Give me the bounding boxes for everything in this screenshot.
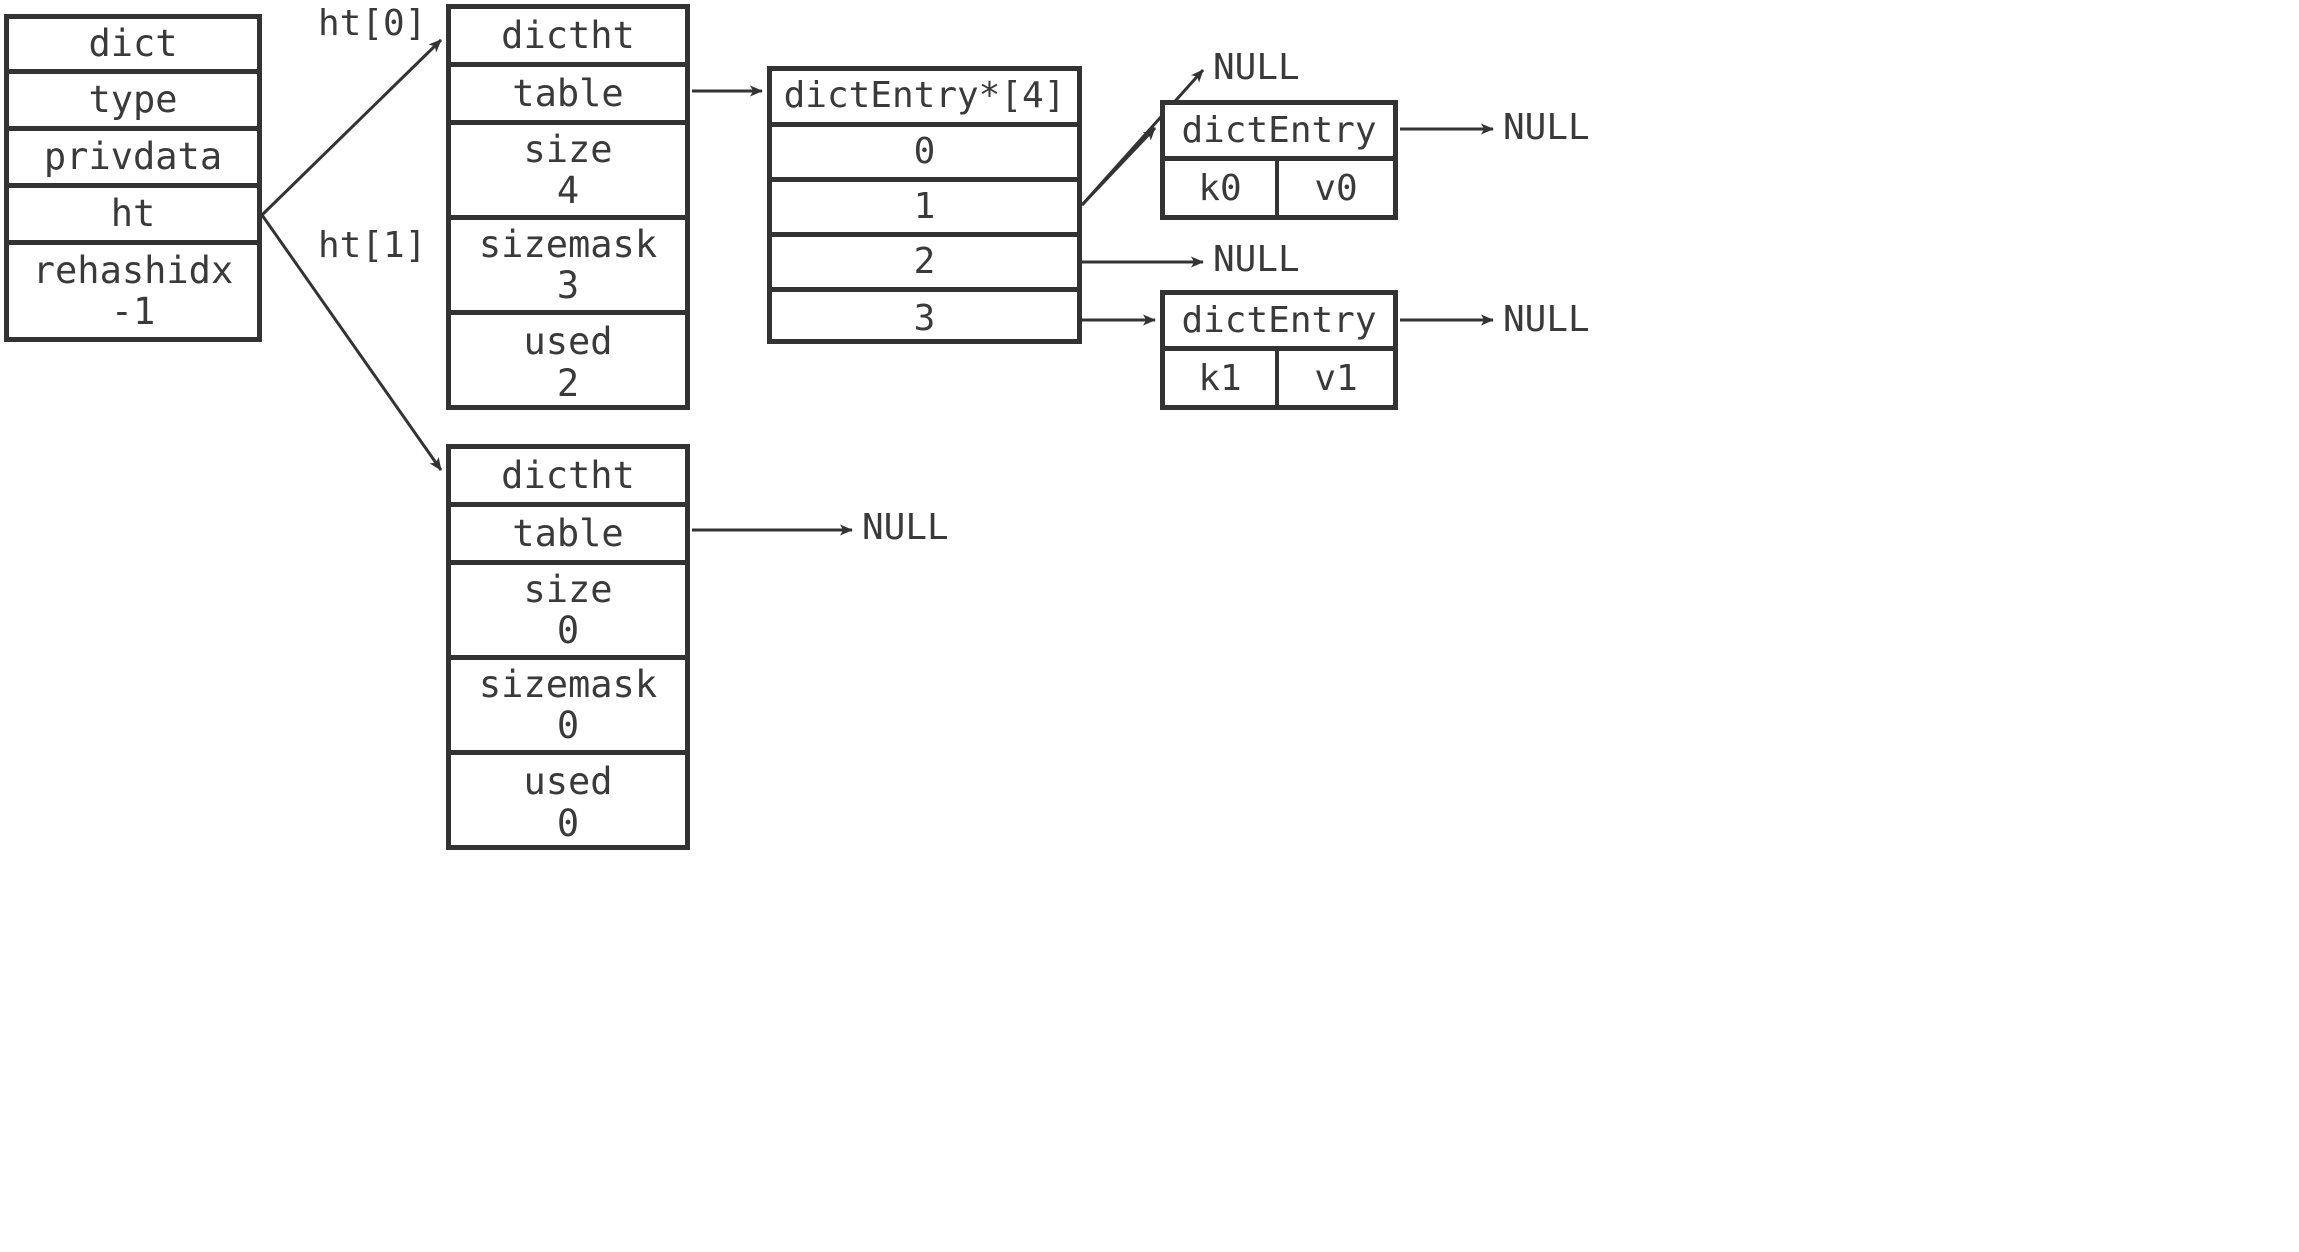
null-label-bucket2: NULL: [1213, 239, 1300, 280]
dictht0-field-used: used 2: [451, 315, 685, 410]
dict-entry-0-value: v0: [1314, 167, 1358, 209]
dictht1-field-sizemask-value: 0: [556, 704, 580, 747]
ht1-pointer-label: ht[1]: [318, 225, 427, 266]
dict-struct-box: dict type privdata ht rehashidx -1: [4, 14, 262, 342]
dictht0-field-used-value: 2: [556, 361, 580, 405]
dict-entry-0-kv: k0 v0: [1165, 161, 1393, 215]
dict-entry-0-key: k0: [1165, 161, 1279, 215]
bucket-array-header: dictEntry*[4]: [772, 71, 1077, 127]
dictht0-field-used-label: used: [523, 320, 613, 364]
bucket-row-1: 1: [772, 182, 1077, 237]
dictht1-field-size-value: 0: [556, 609, 580, 652]
dictht0-field-sizemask: sizemask 3: [451, 220, 685, 315]
ht0-pointer-label: ht[0]: [318, 3, 427, 44]
dictht0-field-size-label: size: [523, 127, 613, 171]
null-label-entry1-next: NULL: [1503, 299, 1590, 340]
dict-entry-1: dictEntry k1 v1: [1160, 290, 1398, 410]
bucket-array-box: dictEntry*[4] 0 1 2 3: [767, 66, 1082, 344]
dictht0-field-size: size 4: [451, 125, 685, 220]
dict-field-privdata: privdata: [9, 131, 257, 188]
dict-entry-1-value: v1: [1314, 357, 1358, 399]
dictht1-field-sizemask: sizemask 0: [451, 660, 685, 755]
dictht0-field-size-value: 4: [556, 169, 580, 212]
dict-field-ht: ht: [9, 188, 257, 245]
edge-ht0: [260, 38, 443, 217]
null-label-bucket0: NULL: [1213, 47, 1300, 88]
dictht1-field-used: used 0: [451, 755, 685, 850]
edge-bucket1-entry0: [1080, 126, 1157, 207]
dict-entry-1-kv: k1 v1: [1165, 351, 1393, 405]
bucket-row-0: 0: [772, 127, 1077, 182]
dict-entry-1-title: dictEntry: [1165, 295, 1393, 351]
null-label-entry0-next: NULL: [1503, 107, 1590, 148]
dictht1-field-used-label: used: [523, 760, 613, 804]
dictht1-field-used-value: 0: [556, 801, 580, 845]
dictht1-field-sizemask-label: sizemask: [478, 662, 658, 706]
dict-entry-1-key: k1: [1165, 351, 1279, 405]
dictht0-title: dictht: [451, 9, 685, 67]
dict-entry-0-title: dictEntry: [1165, 105, 1393, 161]
dictht1-box: dictht table size 0 sizemask 0 used 0: [446, 444, 690, 850]
dictht1-field-table: table: [451, 507, 685, 565]
dict-field-rehashidx-value: -1: [110, 290, 156, 333]
dictht0-field-table: table: [451, 67, 685, 125]
dictht0-box: dictht table size 4 sizemask 3 used 2: [446, 4, 690, 410]
dictht1-field-size: size 0: [451, 565, 685, 660]
bucket-row-2: 2: [772, 237, 1077, 292]
dictht0-field-sizemask-label: sizemask: [478, 222, 658, 266]
dictht1-field-size-label: size: [523, 567, 613, 611]
null-label-dictht1-table: NULL: [862, 507, 949, 548]
dict-field-rehashidx-label: rehashidx: [32, 248, 234, 292]
dictht0-field-sizemask-value: 3: [556, 264, 580, 307]
dictht1-title: dictht: [451, 449, 685, 507]
dict-field-type: type: [9, 74, 257, 131]
bucket-row-3: 3: [913, 298, 936, 340]
dict-field-rehashidx: rehashidx -1: [9, 245, 257, 337]
dict-struct-title: dict: [9, 19, 257, 74]
dict-entry-0: dictEntry k0 v0: [1160, 100, 1398, 220]
